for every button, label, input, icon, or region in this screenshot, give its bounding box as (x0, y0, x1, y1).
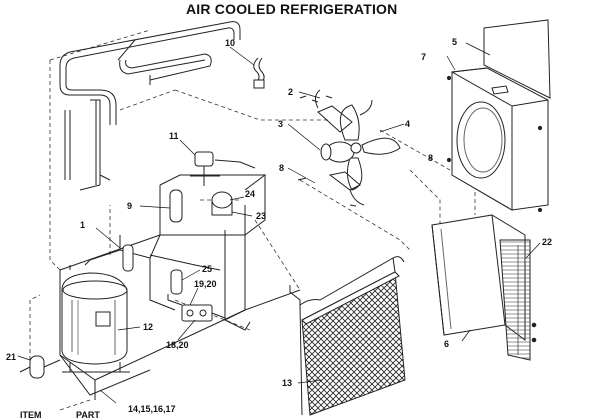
drier-and-receiver (19, 189, 183, 379)
table-header-item: ITEM (20, 410, 42, 420)
callout-8-right: 8 (428, 153, 434, 163)
tubing-loops (59, 21, 241, 191)
valve-assemblies (167, 151, 256, 322)
callout-14-17: 14,15,16,17 (128, 404, 176, 414)
callout-18-20: 18,20 (166, 340, 189, 350)
filter-panel (431, 214, 537, 361)
callout-23: 23 (256, 211, 267, 221)
callout-22: 22 (542, 237, 553, 247)
table-header-part: PART (76, 410, 100, 420)
callout-24: 24 (245, 189, 256, 199)
solenoid-clip (253, 57, 265, 89)
callout-7: 7 (421, 52, 427, 62)
callout-25: 25 (202, 264, 213, 274)
callout-10: 10 (225, 38, 236, 48)
callout-4: 4 (405, 119, 411, 129)
callout-8: 8 (279, 163, 285, 173)
condenser-coil (289, 256, 406, 416)
callout-2: 2 (288, 87, 294, 97)
callout-5: 5 (452, 37, 458, 47)
callout-21: 21 (6, 352, 17, 362)
callout-12: 12 (143, 322, 154, 332)
fan-motor-assembly (297, 89, 401, 207)
callout-19-20: 19,20 (194, 279, 217, 289)
compressor (61, 272, 130, 373)
callout-3: 3 (278, 119, 284, 129)
fan-shroud (446, 19, 551, 213)
diagram-title: AIR COOLED REFRIGERATION (186, 1, 398, 17)
leader-lines (17, 42, 541, 404)
callout-9: 9 (127, 201, 133, 211)
callout-6: 6 (444, 339, 450, 349)
callout-11: 11 (169, 131, 179, 141)
callout-1: 1 (80, 220, 86, 230)
callout-13: 13 (282, 378, 293, 388)
